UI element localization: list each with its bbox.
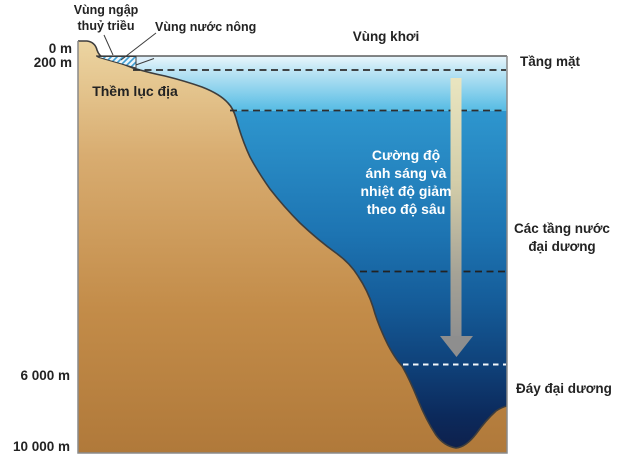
depth-label-10000m: 10 000 m xyxy=(13,439,70,454)
open-sea-zone-label: Vùng khơi xyxy=(353,29,420,44)
ocean-layers-label-line1: Các tầng nước xyxy=(514,221,610,236)
surface-layer-label: Tầng mặt xyxy=(520,54,581,69)
intertidal-zone-label-line2: thuỷ triều xyxy=(78,19,135,33)
intertidal-zone-label-line1: Vùng ngập xyxy=(74,3,139,17)
depth-label-0m: 0 m xyxy=(49,41,72,56)
shallow-water-leader-line xyxy=(120,32,157,61)
intertidal-leader-line xyxy=(103,34,114,56)
diagram-border xyxy=(77,41,508,454)
continental-shelf-label: Thềm lục địa xyxy=(92,83,178,99)
land-outline xyxy=(78,40,508,449)
land-mass xyxy=(78,41,507,453)
ocean-layers-label-line2: đại dương xyxy=(528,239,595,254)
depth-label-6000m: 6 000 m xyxy=(20,368,70,383)
depth-label-200m: 200 m xyxy=(34,55,72,70)
depth-note-line2: ánh sáng và xyxy=(366,165,447,181)
depth-arrow-head xyxy=(440,336,473,357)
depth-note-line3: nhiệt độ giảm xyxy=(361,183,452,199)
depth-note-line4: theo độ sâu xyxy=(367,201,446,217)
shallow-water-zone-label: Vùng nước nông xyxy=(155,20,256,34)
depth-note-line1: Cường độ xyxy=(372,147,440,163)
ocean-floor-label: Đáy đại dương xyxy=(516,381,612,396)
depth-arrow-shaft xyxy=(450,78,462,338)
intertidal-zone-hatch xyxy=(96,56,137,69)
